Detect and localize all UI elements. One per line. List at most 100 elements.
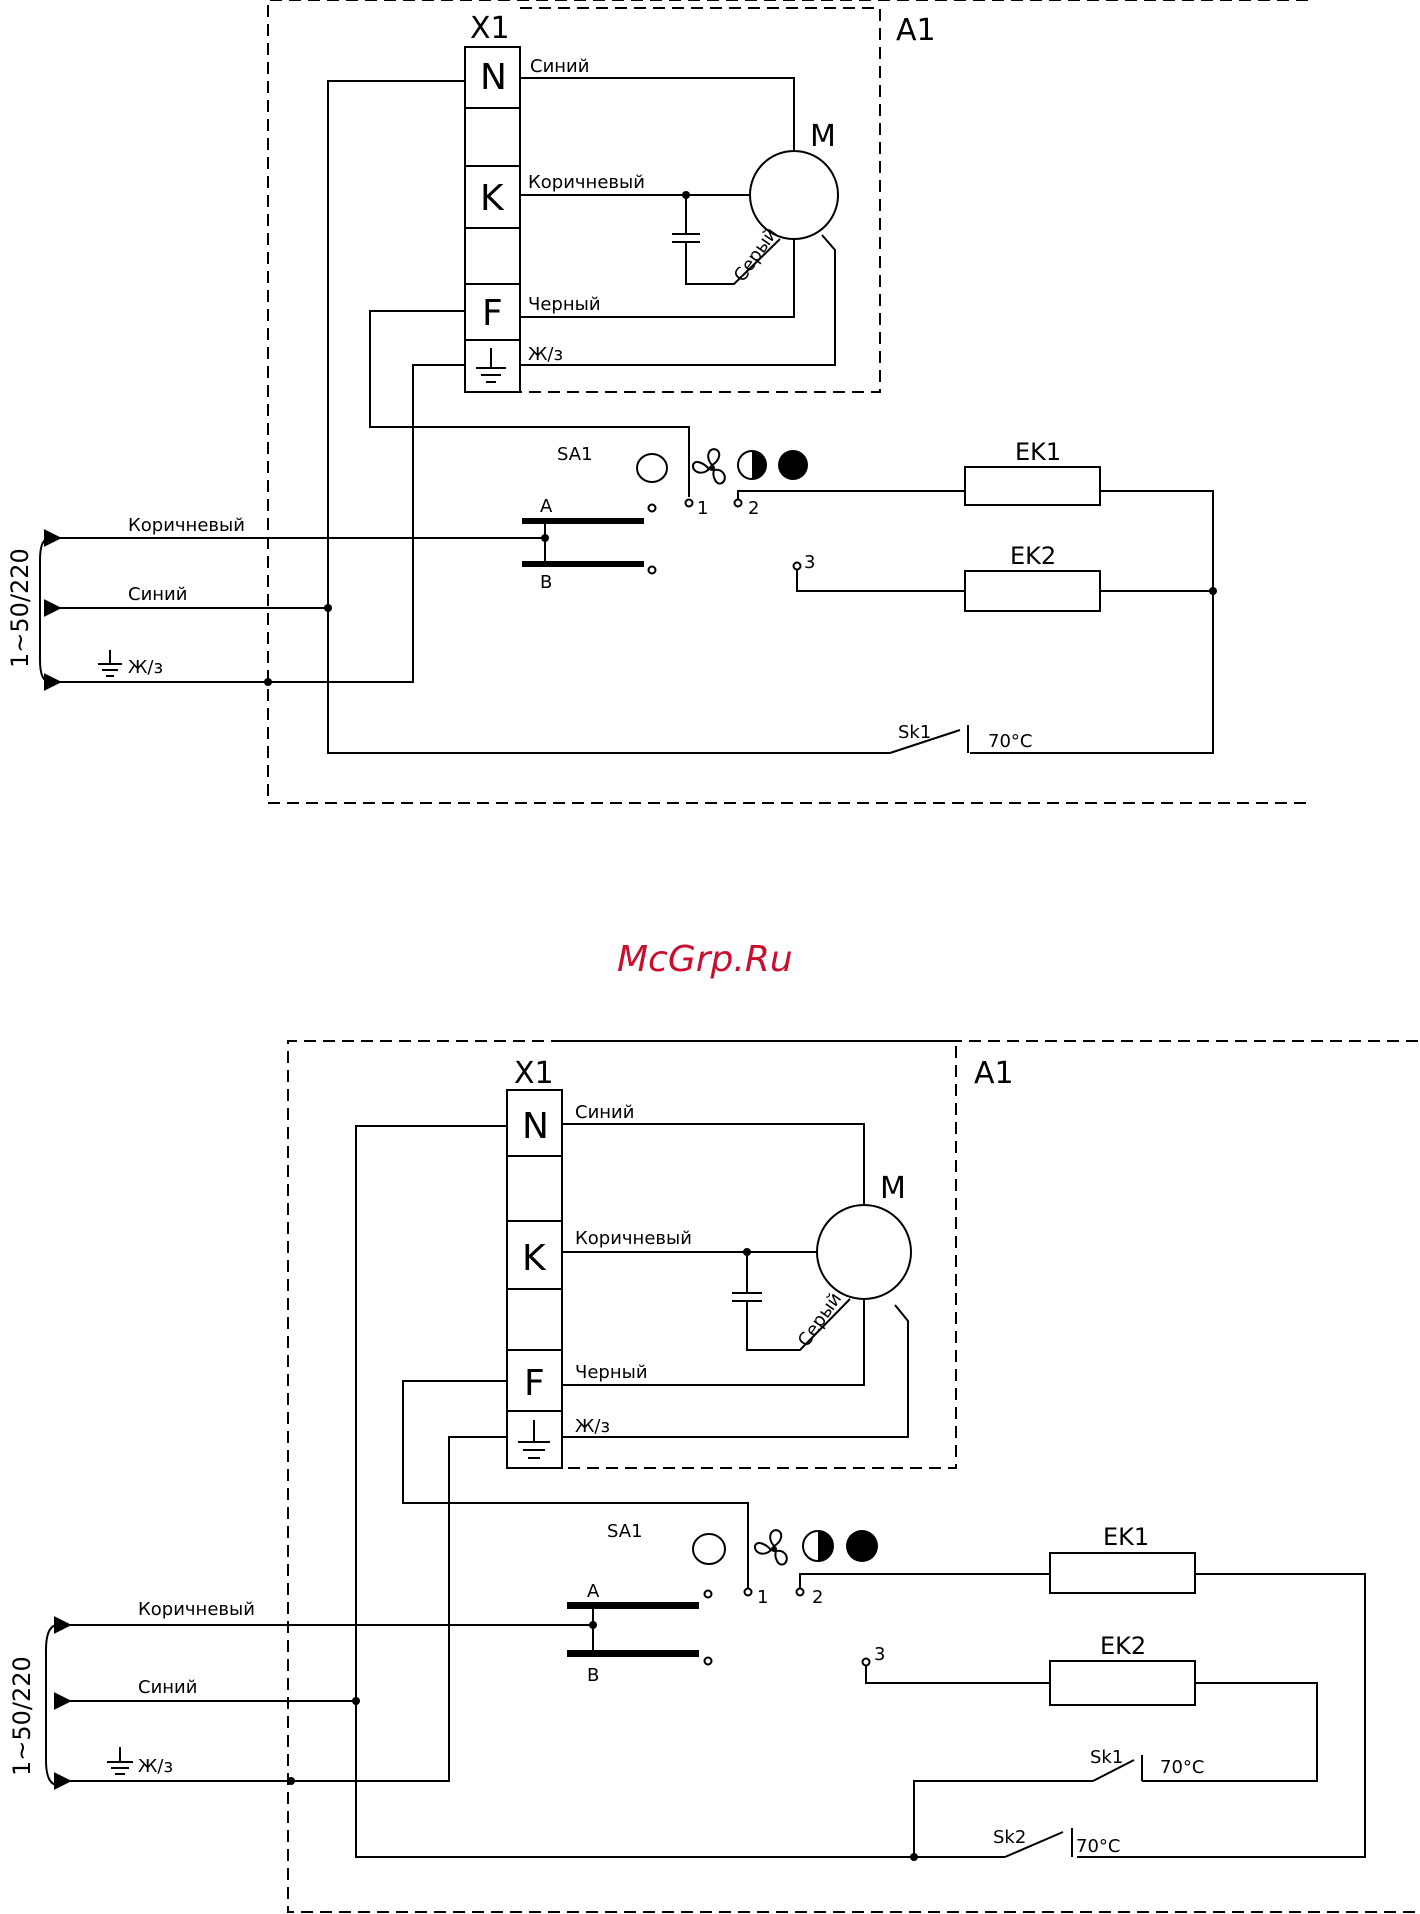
- terminal-f: F: [524, 1363, 545, 1404]
- wire-ek1-return: [1077, 1574, 1365, 1857]
- half-heat-icon: [803, 1531, 833, 1561]
- switch-a-label: A: [587, 1581, 600, 1602]
- wire-black-label: Черный: [575, 1362, 648, 1383]
- thermostat-sk1: Sk1 70°C: [914, 1747, 1204, 1857]
- ground-symbol: [518, 1420, 550, 1458]
- terminal-n: N: [522, 1106, 549, 1147]
- switch-contacts: A B 1 2 3: [567, 1581, 885, 1686]
- input-blue-label: Синий: [138, 1677, 197, 1698]
- thermostat-sk2: Sk2 70°C: [993, 1827, 1120, 1857]
- wire-heater-return: [970, 491, 1213, 753]
- wire-blue: [520, 78, 794, 151]
- supply-label: 1~50/220: [6, 548, 34, 668]
- wire-contact-3: [797, 570, 965, 591]
- terminal-k: K: [480, 178, 505, 219]
- sk2-label: Sk2: [993, 1827, 1026, 1848]
- contact-2: 2: [812, 1587, 823, 1608]
- wire-brown-label: Коричневый: [528, 172, 645, 193]
- motor-label: M: [810, 119, 836, 154]
- heater-ek2: [965, 571, 1100, 611]
- contact-1: 1: [757, 1587, 768, 1608]
- input-brown-label: Коричневый: [128, 515, 245, 536]
- x1-label: X1: [470, 11, 510, 46]
- heater-ek1-label: EK1: [1103, 1523, 1149, 1551]
- wire-brown-label: Коричневый: [575, 1228, 692, 1249]
- input-ground-label: Ж/з: [138, 1756, 173, 1777]
- fan-icon: [693, 449, 725, 483]
- supply-label: 1~50/220: [8, 1656, 36, 1776]
- wire-black-label: Черный: [528, 294, 601, 315]
- off-icon: [693, 1534, 725, 1564]
- wire-gray-label: Серый: [794, 1289, 846, 1351]
- wire-contact-3: [866, 1666, 1050, 1683]
- watermark: McGrp.Ru: [617, 939, 793, 980]
- wire-contact-2: [800, 1574, 1050, 1588]
- diagram-2: A1 X1 N K F M Синий Коричневый: [8, 1041, 1418, 1912]
- junction-dot: [352, 1697, 360, 1705]
- input-brown-label: Коричневый: [138, 1599, 255, 1620]
- sk1-label: Sk1: [898, 722, 931, 743]
- terminal-n: N: [480, 57, 507, 98]
- full-heat-icon: [846, 1530, 878, 1562]
- heater-ek2-label: EK2: [1010, 542, 1056, 570]
- heater-ek2: [1050, 1661, 1195, 1705]
- terminal-k: K: [522, 1238, 547, 1279]
- terminal-block-x1: X1 N K F: [507, 1056, 562, 1468]
- heater-ek2-label: EK2: [1100, 1632, 1146, 1660]
- wire-blue: [562, 1124, 864, 1205]
- fan-icon: [755, 1530, 787, 1564]
- ground-symbol: [107, 1747, 133, 1774]
- motor-label: M: [880, 1171, 906, 1206]
- sk1-temp: 70°C: [988, 731, 1032, 752]
- terminal-block-x1: X1 N K F: [465, 11, 520, 392]
- ground-symbol: [98, 650, 122, 676]
- wire-gray-label: Серый: [730, 224, 782, 286]
- junction-dot: [264, 678, 272, 686]
- diagram-1: A1 X1 N K F M Синий: [6, 0, 1308, 803]
- junction-dot: [287, 1777, 295, 1785]
- off-icon: [637, 454, 667, 482]
- contact-3: 3: [874, 1644, 885, 1665]
- housing-outline: [268, 0, 1308, 803]
- wire-f-out: [370, 311, 689, 497]
- input-blue-label: Синий: [128, 584, 187, 605]
- heater-ek1: [965, 467, 1100, 505]
- sk2-temp: 70°C: [1076, 1836, 1120, 1857]
- supply-brace: [46, 1625, 58, 1785]
- wire-contact-2: [738, 491, 965, 499]
- wire-blue-label: Синий: [530, 56, 589, 77]
- switch-b-label: B: [587, 1665, 599, 1686]
- mode-icons: [637, 449, 808, 483]
- sk1-label: Sk1: [1090, 1747, 1123, 1768]
- a1-label: A1: [896, 13, 936, 48]
- junction-dot: [324, 604, 332, 612]
- heater-ek1-label: EK1: [1015, 438, 1061, 466]
- half-heat-icon: [738, 451, 766, 479]
- supply-brace: [40, 538, 50, 682]
- contact-2: 2: [748, 498, 759, 519]
- wire-blue-label: Синий: [575, 1102, 634, 1123]
- x1-label: X1: [514, 1056, 554, 1091]
- sk1-temp: 70°C: [1160, 1757, 1204, 1778]
- switch-contacts: A B 1 2 3: [522, 496, 815, 593]
- mode-icons: [693, 1530, 878, 1565]
- sa1-label: SA1: [607, 1521, 643, 1542]
- switch-b-label: B: [540, 572, 552, 593]
- full-heat-icon: [778, 450, 808, 480]
- contact-1: 1: [697, 498, 708, 519]
- a1-label: A1: [974, 1056, 1014, 1091]
- wire-ground-label: Ж/з: [528, 344, 563, 365]
- switch-a-label: A: [540, 496, 553, 517]
- ground-symbol: [476, 348, 506, 382]
- wire-ground-label: Ж/з: [575, 1416, 610, 1437]
- wire-pe-out: [291, 1437, 507, 1781]
- junction-dot: [910, 1853, 918, 1861]
- input-ground-label: Ж/з: [128, 657, 163, 678]
- terminal-f: F: [482, 293, 503, 334]
- sa1-label: SA1: [557, 444, 593, 465]
- thermostat-sk1: Sk1 70°C: [890, 722, 1032, 753]
- contact-3: 3: [804, 552, 815, 573]
- heater-ek1: [1050, 1553, 1195, 1593]
- wire-pe-out: [268, 365, 465, 682]
